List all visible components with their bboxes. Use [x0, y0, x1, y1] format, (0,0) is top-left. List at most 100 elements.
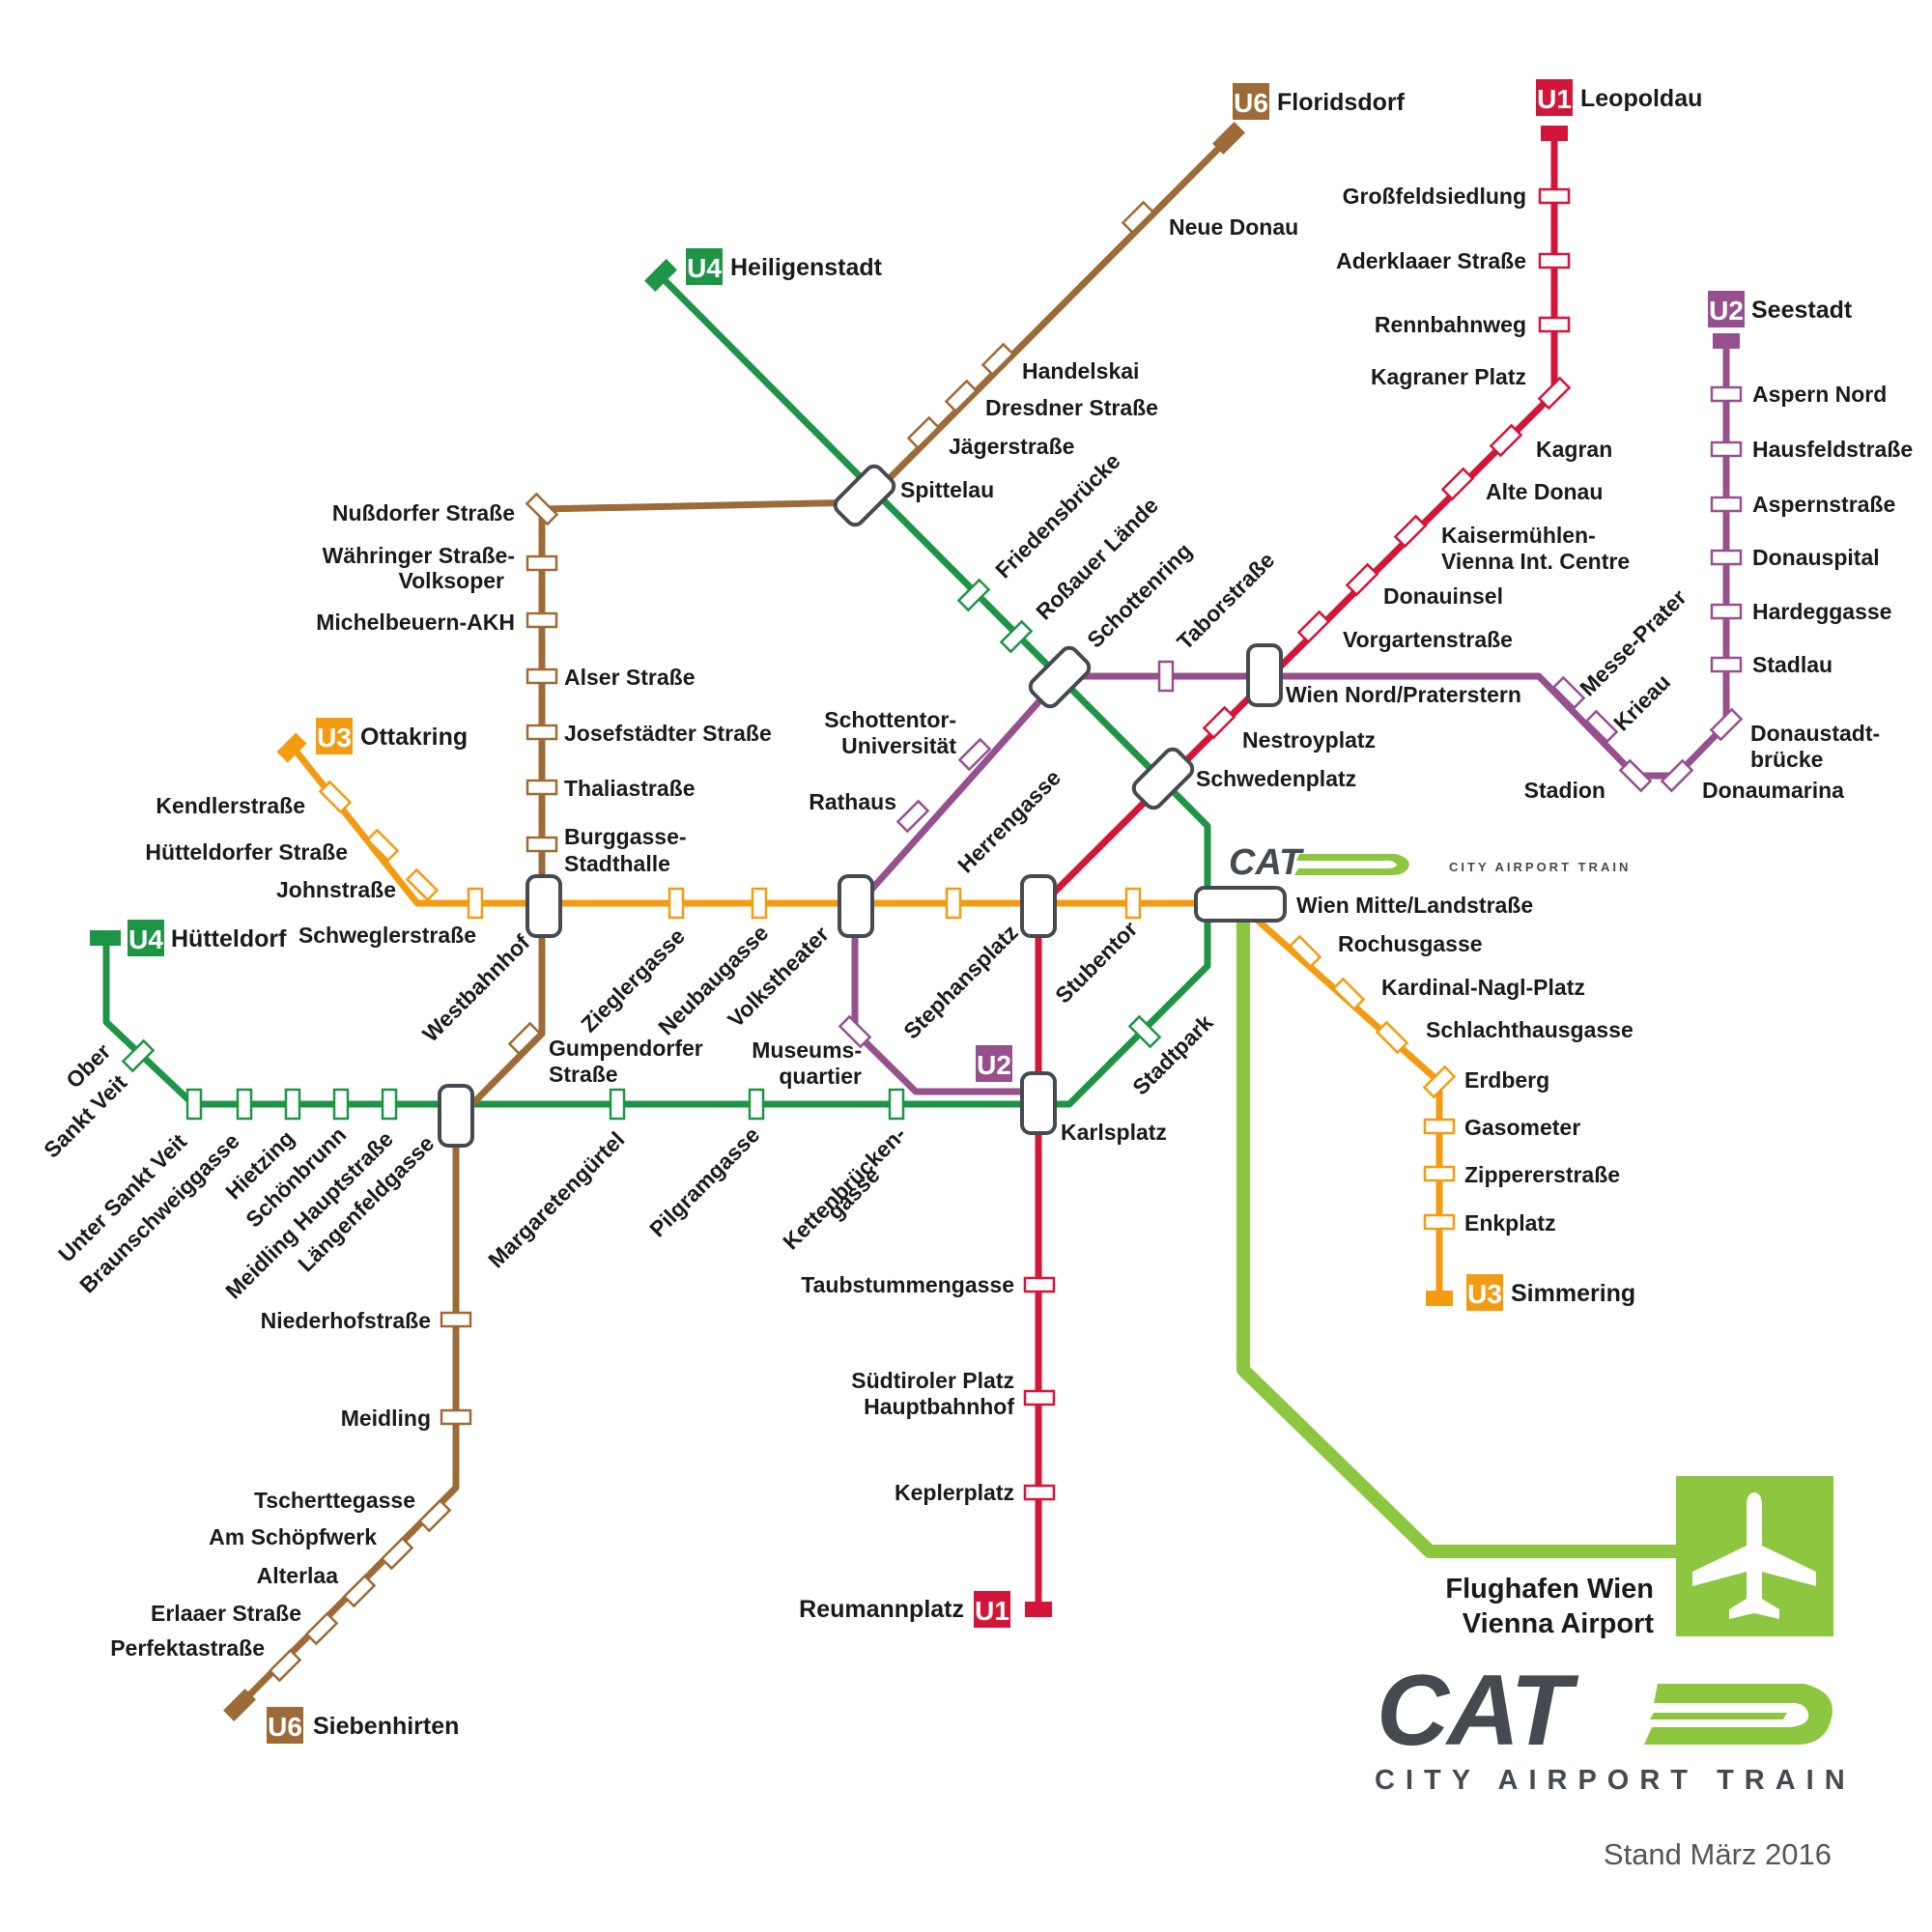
terminal-ottakring: Ottakring — [360, 724, 468, 751]
tick-neubaugasse — [751, 887, 768, 920]
label-schottentor-2: Universität — [841, 733, 956, 758]
label-erdberg: Erdberg — [1464, 1067, 1549, 1093]
tick-erlaaer — [304, 1611, 339, 1646]
label-kardinal: Kardinal-Nagl-Platz — [1381, 975, 1585, 1000]
tick-braunschweiggasse — [236, 1088, 253, 1121]
interchange-schottenring — [1028, 645, 1092, 709]
label-keplerplatz: Keplerplatz — [895, 1480, 1014, 1505]
label-donauinsel: Donauinsel — [1383, 583, 1503, 609]
label-schlachthausgasse: Schlachthausgasse — [1426, 1017, 1634, 1042]
u4-end-huetteldorf — [90, 930, 121, 946]
label-zippererstrasse: Zippererstraße — [1464, 1162, 1620, 1187]
label-stephansplatz: Stephansplatz — [898, 920, 1023, 1044]
u6-end-floridsdorf — [1212, 122, 1245, 155]
label-margaretenguertel: Margaretengürtel — [483, 1126, 629, 1272]
tick-schottentor — [957, 737, 992, 772]
tick-zieglergasse — [668, 887, 685, 920]
tick-rossauer-laende — [999, 619, 1034, 654]
label-waehringer-1: Währinger Straße- — [323, 543, 515, 568]
tick-waehringer — [526, 554, 558, 572]
label-schweglerstrasse: Schweglerstraße — [298, 923, 476, 948]
interchange-karlsplatz — [1020, 1071, 1057, 1135]
terminal-huetteldorf: Hütteldorf — [171, 925, 287, 952]
label-nussdorfer: Nußdorfer Straße — [332, 500, 515, 526]
tick-meidling — [440, 1408, 472, 1426]
label-donaustadtbruecke-1: Donaustadt- — [1750, 721, 1880, 746]
tick-alte-donau — [1440, 467, 1475, 501]
tick-thaliastrasse — [526, 779, 558, 796]
interchange-westbahnhof — [526, 874, 562, 938]
interchange-stephansplatz — [1020, 874, 1057, 938]
tick-dresdner — [944, 379, 979, 413]
u1-end-south — [1025, 1602, 1052, 1617]
tick-donauspital — [1710, 549, 1743, 566]
u3-badge-west-text: U3 — [317, 723, 352, 753]
u1-end-north — [1541, 126, 1568, 141]
cat-logo-large-text: CAT — [1377, 1655, 1578, 1767]
tick-kendlerstrasse — [318, 780, 353, 814]
label-perfektastrasse: Perfektastraße — [110, 1635, 265, 1661]
label-praterstern: Wien Nord/Praterstern — [1286, 682, 1521, 707]
tick-meidling-hauptstr — [381, 1088, 398, 1121]
label-gumpendorfer-1: Gumpendorfer — [549, 1036, 703, 1061]
label-vorgartenstrasse: Vorgartenstraße — [1343, 627, 1513, 652]
airport-box: Flughafen Wien Vienna Airport — [1445, 1476, 1833, 1639]
terminal-heiligenstadt: Heiligenstadt — [730, 254, 883, 281]
label-stadion: Stadion — [1524, 778, 1605, 803]
u1-badge-north — [1536, 79, 1573, 116]
tick-stadlau — [1710, 656, 1743, 673]
tick-alterlaa — [342, 1574, 377, 1608]
label-johnstrasse: Johnstraße — [276, 877, 396, 902]
label-alterlaa: Alterlaa — [257, 1563, 339, 1588]
u2-line — [851, 343, 1730, 1095]
tick-schweglerstrasse — [467, 887, 484, 920]
label-am-schoepfwerk: Am Schöpfwerk — [209, 1524, 377, 1549]
u4-badge-north — [686, 248, 723, 285]
tick-museumsquartier — [838, 1014, 872, 1049]
label-rochusgasse: Rochusgasse — [1338, 931, 1483, 956]
interchange-volkstheater — [838, 874, 874, 938]
label-museumsquartier-1: Museums- — [752, 1037, 862, 1063]
u2-badge-karlsplatz-text: U2 — [977, 1050, 1011, 1080]
tick-rennbahnweg — [1538, 316, 1571, 333]
u2-end-east — [1713, 333, 1740, 349]
tick-messe-prater — [1551, 675, 1586, 710]
label-schwedenplatz: Schwedenplatz — [1196, 766, 1356, 791]
interchange-schwedenplatz — [1131, 747, 1195, 810]
cat-large-swoosh — [1644, 1684, 1833, 1745]
label-burggasse-2: Stadthalle — [564, 851, 670, 876]
tick-schlachthausgasse — [1375, 1020, 1409, 1055]
label-thaliastrasse: Thaliastraße — [564, 776, 696, 801]
u2-badge-east-text: U2 — [1709, 296, 1744, 326]
label-huetteldorfer-str: Hütteldorfer Straße — [145, 839, 348, 865]
u4-badge-west — [128, 920, 164, 956]
label-kagraner-platz: Kagraner Platz — [1371, 364, 1526, 389]
tick-alser — [526, 668, 558, 685]
airport-label-1: Flughafen Wien — [1445, 1574, 1654, 1605]
cat-small-subtitle: CITY AIRPORT TRAIN — [1449, 860, 1631, 874]
cat-line — [1236, 908, 1676, 1558]
tick-suedtiroler — [1023, 1389, 1056, 1406]
cat-large-subtitle: CITY AIRPORT TRAIN — [1375, 1765, 1856, 1796]
u6-badge-south — [267, 1707, 303, 1744]
label-neue-donau: Neue Donau — [1169, 214, 1298, 240]
terminal-floridsdorf: Floridsdorf — [1277, 89, 1406, 116]
label-tscherttegasse: Tscherttegasse — [254, 1488, 415, 1513]
label-rennbahnweg: Rennbahnweg — [1375, 312, 1526, 337]
u3-badge-east — [1466, 1274, 1503, 1311]
label-dresdner: Dresdner Straße — [985, 395, 1158, 420]
u1-badge-north-text: U1 — [1537, 84, 1572, 114]
terminal-siebenhirten: Siebenhirten — [313, 1713, 459, 1740]
label-hardeggasse: Hardeggasse — [1752, 599, 1891, 624]
label-kaisermuehlen-1: Kaisermühlen- — [1441, 523, 1596, 548]
tick-am-schoepfwerk — [380, 1536, 414, 1571]
label-taubstummengasse: Taubstummengasse — [801, 1272, 1014, 1297]
tick-huetteldorfer-str — [365, 828, 400, 863]
u3-end-simmering — [1426, 1291, 1453, 1306]
label-alte-donau: Alte Donau — [1486, 479, 1603, 504]
tick-stadion — [1618, 758, 1653, 793]
tick-rochusgasse — [1288, 934, 1322, 969]
label-kaisermuehlen-2: Vienna Int. Centre — [1441, 549, 1630, 574]
terminal-leopoldau: Leopoldau — [1580, 85, 1702, 112]
u3-badge-east-text: U3 — [1467, 1279, 1502, 1309]
